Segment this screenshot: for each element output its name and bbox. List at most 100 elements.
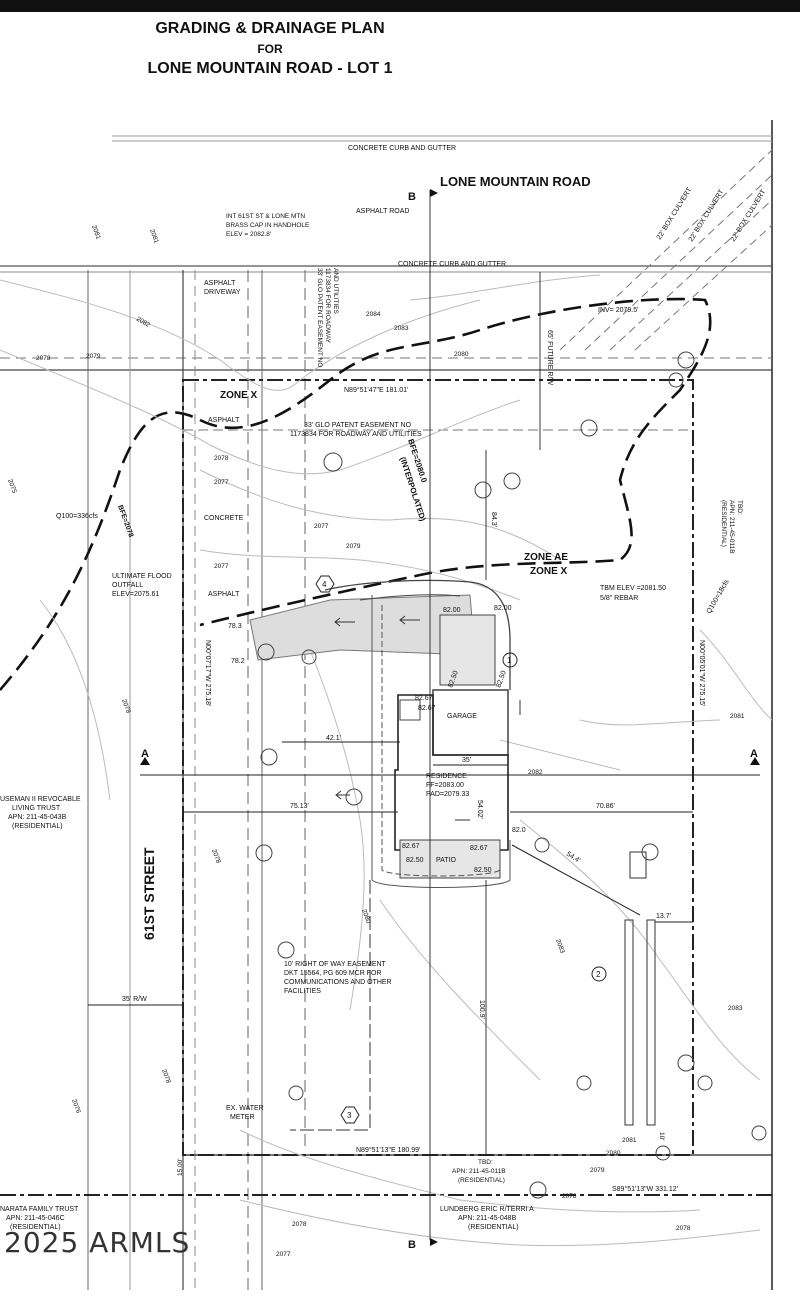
- label-bearing-left: N00°07'17"W 275.18': [204, 640, 212, 706]
- label-glo-easement: 33' GLO PATENT EASEMENT NO: [304, 422, 412, 429]
- residence-detail: [399, 699, 421, 721]
- label-box-culvert: 22' BOX CULVERT: [688, 188, 726, 243]
- label-easement: 10' RIGHT OF WAY EASEMENT: [284, 961, 387, 968]
- elev-label: 82.00: [494, 605, 512, 612]
- label-easement: FACILITIES: [284, 988, 321, 995]
- label-zone-x-mid: ZONE X: [530, 566, 568, 577]
- label-asphalt-left: ASPHALT: [208, 591, 240, 598]
- callout-markers: [315, 575, 607, 1124]
- street-name: 61ST STREET: [141, 847, 157, 940]
- label-glo-vertical: AND UTILITIES: [332, 268, 339, 315]
- contour-label: 2079: [86, 353, 101, 360]
- label-flood-outfall: ULTIMATE FLOOD: [112, 573, 172, 580]
- callout-number: 4: [322, 580, 327, 589]
- label-dim-15: 15.00': [177, 1158, 184, 1176]
- contour-label: 2081: [622, 1137, 637, 1144]
- label-dim-10: 10': [658, 1132, 665, 1140]
- label-glo-vertical: 33' GLO PATENT EASEMENT NO: [316, 268, 323, 367]
- callout-number: 3: [347, 1111, 352, 1120]
- elev-label: 82.67: [402, 843, 420, 850]
- label-box-culvert: 22' BOX CULVERT: [656, 186, 694, 241]
- section-b-bottom: B: [408, 1239, 416, 1251]
- contour-label: 2080: [606, 1150, 621, 1157]
- patio: [399, 839, 501, 879]
- label-lundberg: APN: 211-45-048B: [458, 1215, 517, 1222]
- contour-label: 2075: [6, 478, 18, 494]
- contour-label: 2078: [292, 1221, 307, 1228]
- label-lundberg: LUNDBERG ERIC R/TERRI A: [440, 1206, 534, 1213]
- label-bfe-2078: BFE=2078: [116, 504, 134, 538]
- contour-label: 2079: [346, 543, 361, 550]
- label-q100-right: Q100=18cfs: [706, 578, 731, 615]
- contour-label: 2083: [394, 325, 409, 332]
- label-q100-left: Q100=336cfs: [56, 513, 98, 520]
- contour-label: 2078: [676, 1225, 691, 1232]
- label-tbd-bottom: (RESIDENTIAL): [458, 1177, 505, 1184]
- label-bearing-top: N89°51'47"E 181.01': [344, 386, 408, 394]
- contour-label: 2081: [90, 224, 102, 240]
- label-dim-84: 84.3': [490, 512, 497, 527]
- contour-label: 2081: [730, 713, 745, 720]
- label-curb-top: CONCRETE CURB AND GUTTER: [348, 145, 456, 152]
- septic-line: [511, 844, 641, 916]
- contour-label: 2077: [314, 523, 329, 530]
- label-trust-left: APN: 211-45-043B: [8, 814, 67, 821]
- label-flood-outfall: OUTFALL: [112, 582, 143, 589]
- label-ff: FF=2083.00: [426, 782, 464, 789]
- label-dim-42: 42.1': [326, 735, 341, 742]
- label-zone-ae: ZONE AE: [524, 552, 568, 563]
- top-border: [0, 0, 800, 12]
- septic-tank: [629, 851, 647, 879]
- label-bearing-bottom: N89°51'13"E 180.99': [356, 1146, 420, 1154]
- water-line: [290, 880, 371, 1131]
- contour-label: 2080: [360, 908, 372, 924]
- label-flood-outfall: ELEV=2075.61: [112, 591, 159, 598]
- contour-label: 2079: [590, 1167, 605, 1174]
- label-water-meter: METER: [230, 1114, 255, 1121]
- elev-label: 78.2: [231, 658, 245, 665]
- elev-label: 78.3: [228, 623, 242, 630]
- elev-label: 82.50: [495, 670, 508, 689]
- label-brass-cap: BRASS CAP IN HANDHOLE: [226, 222, 310, 229]
- label-easement: DKT 15564, PG 609 MCR FOR: [284, 970, 382, 977]
- label-dim-100: 100.9': [478, 1000, 485, 1019]
- contour-label: 2083: [554, 938, 566, 954]
- label-narata: NARATA FAMILY TRUST: [0, 1206, 79, 1213]
- garage: [432, 689, 509, 756]
- flow-arrows: [334, 615, 521, 821]
- contour-label: 2078: [562, 1193, 577, 1200]
- contour-label: 2077: [276, 1251, 291, 1258]
- contour-label: 2082: [528, 769, 543, 776]
- label-trust-left: LIVING TRUST: [12, 805, 61, 812]
- contour-label: 2078: [160, 1068, 172, 1084]
- plan-subtitle: LONE MOUNTAIN ROAD - LOT 1: [147, 60, 393, 77]
- label-rw-35: 35' R/W: [122, 996, 147, 1003]
- leach-field: [624, 919, 634, 1126]
- label-easement: COMMUNICATIONS AND OTHER: [284, 979, 392, 986]
- contour-label: 2078: [210, 848, 222, 864]
- label-brass-cap: INT 61ST ST & LONE MTN: [226, 213, 305, 220]
- elev-label: 82.67: [470, 845, 488, 852]
- label-tbd-bottom: APN: 211-45-011B: [452, 1168, 506, 1175]
- section-b-top: B: [408, 191, 416, 203]
- swale: [381, 605, 501, 877]
- label-patio: PATIO: [436, 857, 457, 864]
- label-inv: INV= 2079.5': [598, 307, 638, 314]
- contour-label: 2081: [148, 228, 160, 244]
- label-asphalt-driveway: DRIVEWAY: [204, 289, 241, 296]
- label-residence: RESIDENCE: [426, 773, 467, 780]
- watermark: 2025 ARMLS: [4, 1226, 191, 1259]
- contour-labels: 2081 2081 2082 2084 2083 2080 2079 2078 …: [6, 224, 745, 1258]
- residence-outline: [394, 694, 509, 851]
- elev-label: 82.50: [474, 867, 492, 874]
- label-brass-cap: ELEV = 2082.8': [226, 231, 271, 238]
- driveway-edge: [324, 579, 511, 690]
- garage-pad: [439, 614, 496, 686]
- label-trust-left: USEMAN II REVOCABLE: [0, 796, 81, 803]
- label-dim-70: 70.86': [596, 803, 615, 810]
- label-asphalt-small: ASPHALT: [208, 417, 240, 424]
- label-tbd-right: (RESIDENTIAL): [720, 500, 727, 547]
- label-dim-35: 35': [462, 757, 471, 764]
- dimension-lines: [88, 190, 760, 1240]
- contour-label: 2077: [214, 563, 229, 570]
